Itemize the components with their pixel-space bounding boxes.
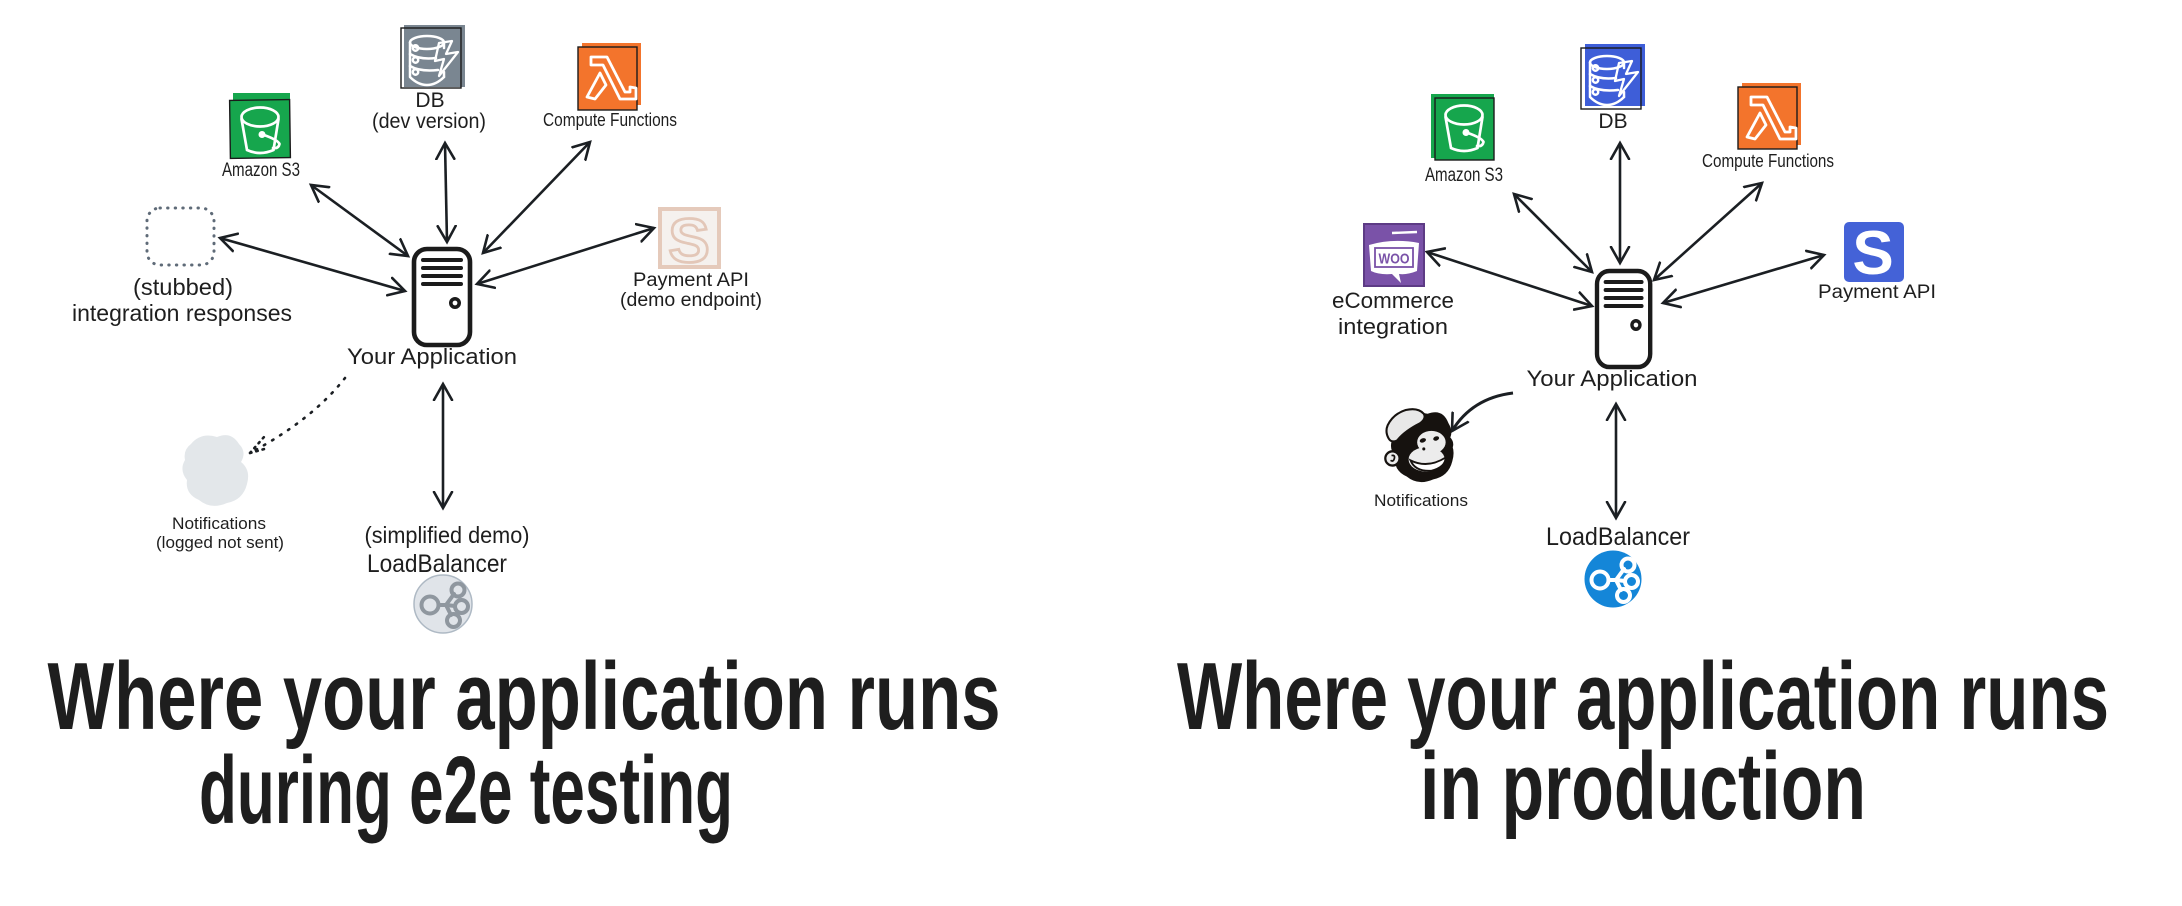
svg-text:integration responses: integration responses [72,300,292,326]
svg-text:(logged not sent): (logged not sent) [156,533,284,552]
svg-text:Notifications: Notifications [172,514,266,533]
svg-text:WOO: WOO [1379,251,1410,268]
svg-text:Your Application: Your Application [347,344,517,369]
svg-text:(simplified demo): (simplified demo) [365,522,530,548]
svg-text:integration: integration [1338,314,1448,339]
svg-text:Payment API: Payment API [633,270,749,291]
svg-text:S: S [1852,219,1893,288]
svg-text:Compute Functions: Compute Functions [543,110,677,130]
svg-text:LoadBalancer: LoadBalancer [1546,523,1690,551]
svg-text:(stubbed): (stubbed) [133,274,233,300]
svg-text:LoadBalancer: LoadBalancer [367,550,507,578]
svg-text:DB: DB [1598,110,1627,133]
svg-text:S: S [668,207,709,276]
svg-text:Compute Functions: Compute Functions [1702,151,1834,171]
svg-text:DB: DB [415,89,444,112]
svg-text:Amazon S3: Amazon S3 [1425,165,1503,186]
svg-text:Payment API: Payment API [1818,282,1936,303]
svg-text:(demo endpoint): (demo endpoint) [620,290,762,311]
svg-text:Where your application runs: Where your application runs [48,643,1001,750]
svg-text:Your Application: Your Application [1527,366,1698,391]
svg-text:Notifications: Notifications [1374,491,1468,510]
svg-text:Where your application runs: Where your application runs [1177,643,2109,750]
svg-text:Amazon S3: Amazon S3 [222,160,300,181]
svg-text:(dev version): (dev version) [372,110,486,133]
svg-text:eCommerce: eCommerce [1332,288,1454,313]
svg-text:in production: in production [1420,733,1866,840]
svg-text:during e2e testing: during e2e testing [199,737,733,844]
